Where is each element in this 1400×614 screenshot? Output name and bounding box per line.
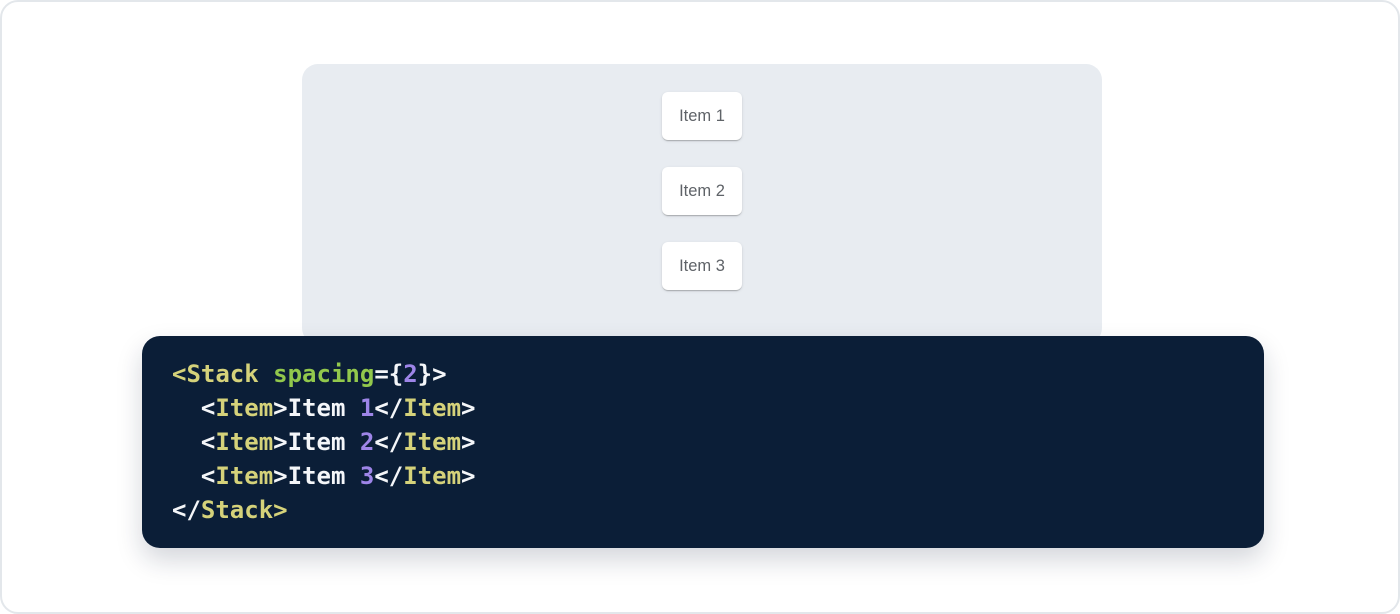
stack-item: Item 3 (662, 242, 742, 290)
code-token: Item (287, 428, 360, 456)
code-token: > (461, 394, 476, 422)
code-token: > (461, 462, 476, 490)
code-token: < (172, 394, 216, 422)
code-token: Item (287, 394, 360, 422)
code-token: > (273, 496, 288, 524)
code-token: </ (374, 428, 404, 456)
code-token: > (461, 428, 476, 456)
code-token: Item (215, 428, 274, 456)
code-token (259, 360, 273, 388)
code-token: > (273, 462, 288, 490)
code-token: }> (417, 360, 447, 388)
code-token: Item (215, 462, 274, 490)
code-token: </ (172, 496, 201, 524)
code-token: < (172, 462, 216, 490)
code: <Stack spacing={2}> <Item>Item 1</Item> … (172, 357, 1234, 527)
code-token: ={ (374, 360, 404, 388)
code-token: Item (215, 394, 274, 422)
code-token: </ (374, 462, 404, 490)
stack-demo-panel: Item 1 Item 2 Item 3 (302, 64, 1102, 344)
code-token: Item (287, 462, 360, 490)
code-token: Item (403, 394, 462, 422)
code-token: > (273, 394, 288, 422)
code-token: <Stack (172, 360, 259, 388)
code-token: Stack (200, 496, 274, 524)
code-token: 2 (359, 428, 375, 456)
code-token: > (273, 428, 288, 456)
code-token: Item (403, 462, 462, 490)
code-token: Item (403, 428, 462, 456)
code-token: spacing (273, 360, 375, 388)
code-token: 1 (359, 394, 375, 422)
stack-item: Item 2 (662, 167, 742, 215)
code-block: <Stack spacing={2}> <Item>Item 1</Item> … (142, 336, 1264, 548)
stack-item: Item 1 (662, 92, 742, 140)
stack-container: Item 1 Item 2 Item 3 (302, 92, 1102, 290)
code-token: 2 (403, 360, 418, 388)
code-token: 3 (359, 462, 375, 490)
code-token: < (172, 428, 216, 456)
code-token: </ (374, 394, 404, 422)
